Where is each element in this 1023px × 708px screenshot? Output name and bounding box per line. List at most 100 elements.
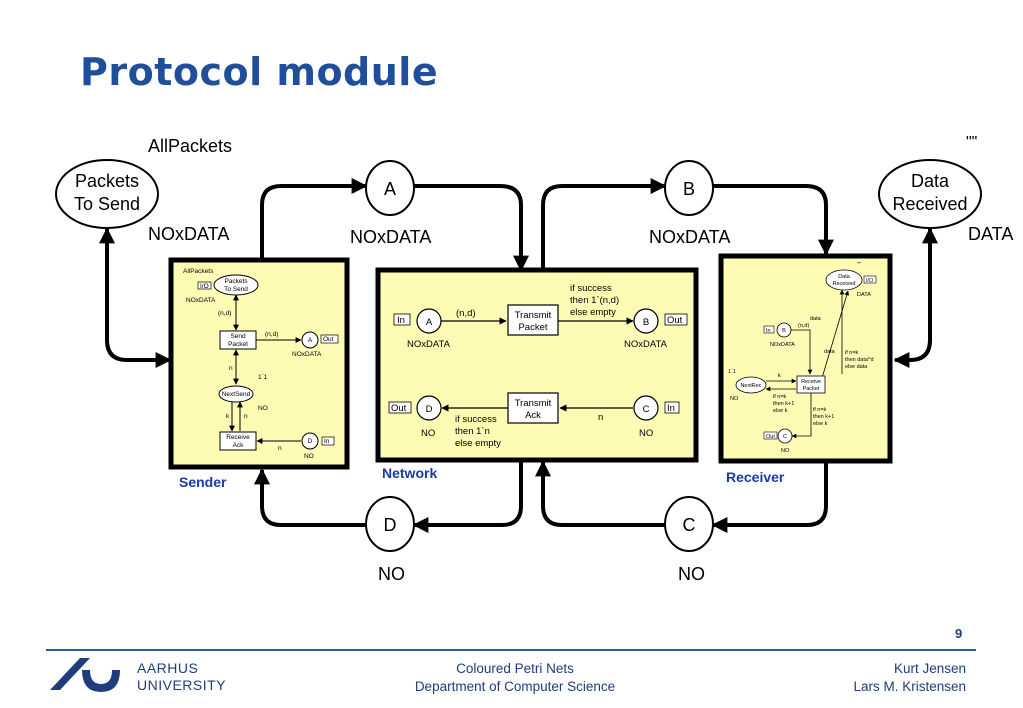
place-d-type: NO xyxy=(378,564,405,584)
arc-d-to-sender xyxy=(254,468,366,527)
n-out-tag2: Out xyxy=(391,403,407,414)
s-arc-nd1: (n,d) xyxy=(218,310,231,317)
n-tp-line1: Transmit xyxy=(515,310,552,321)
s-out-tag: Out xyxy=(323,336,334,343)
university-line2: UNIVERSITY xyxy=(137,677,227,693)
place-d: D xyxy=(365,496,415,552)
r-guard1-line1: if n=k xyxy=(845,350,859,356)
s-pts-line1: Packets xyxy=(224,278,248,285)
arc-network-to-b xyxy=(541,178,667,270)
n-ta-line1: Transmit xyxy=(515,398,552,409)
r-dr-line1: Data xyxy=(838,274,851,280)
n-place-a: A xyxy=(426,317,433,328)
place-b-name: B xyxy=(683,179,695,199)
n-guard1-line3: else empty xyxy=(570,307,616,318)
arc-sender-to-a xyxy=(260,178,368,258)
author-line1: Kurt Jensen xyxy=(893,661,966,676)
dr-line2: Received xyxy=(892,194,967,214)
n-d-type: NO xyxy=(421,428,435,439)
dr-line1: Data xyxy=(911,171,950,191)
arc-c-to-network xyxy=(535,460,665,527)
s-pts-line2: To Send xyxy=(224,286,248,293)
n-guard1-line1: if success xyxy=(570,283,612,294)
network-module: In A NOxDATA (n,d) Transmit Packet if su… xyxy=(375,267,699,463)
network-label: Network xyxy=(382,465,437,481)
r-place-b: B xyxy=(782,328,786,334)
n-b-type: NOxDATA xyxy=(624,339,668,350)
author-line2: Lars M. Kristensen xyxy=(853,679,966,694)
place-d-name: D xyxy=(384,515,397,535)
n-place-d: D xyxy=(426,404,433,415)
s-d-type: NO xyxy=(304,453,314,460)
aarhus-university-logo xyxy=(50,658,120,692)
place-data-received: Data Received xyxy=(878,159,982,229)
r-place-c: C xyxy=(783,434,787,440)
r-guard1-line2: then data^d xyxy=(845,357,874,363)
n-in-tag1: In xyxy=(397,315,405,326)
r-init-1: 1`1 xyxy=(728,369,736,375)
dr-colour-set: DATA xyxy=(968,224,1013,244)
r-b-type: NOxDATA xyxy=(770,342,795,348)
r-arc-nd: (n,d) xyxy=(798,323,809,329)
s-place-d: D xyxy=(308,438,313,445)
place-a-type: NOxDATA xyxy=(350,227,431,247)
r-io-tag: I/O xyxy=(866,278,874,284)
university-name: AARHUS UNIVERSITY xyxy=(137,660,226,694)
r-guard2-line3: else k xyxy=(773,408,788,414)
r-guard3-line3: else k xyxy=(813,421,828,427)
arc-network-to-d xyxy=(412,462,523,533)
place-a: A xyxy=(365,160,415,216)
s-recv-line2: Ack xyxy=(233,442,245,449)
n-place-b: B xyxy=(643,317,649,328)
r-no-type: NO xyxy=(730,396,739,402)
n-guard2-line3: else empty xyxy=(455,438,501,449)
course-info: Coloured Petri Nets Department of Comput… xyxy=(380,660,650,696)
place-a-name: A xyxy=(384,179,396,199)
arc-receiver-dr xyxy=(893,227,938,368)
s-allpackets: AllPackets xyxy=(183,268,214,275)
slide-title: Protocol module xyxy=(80,50,439,94)
r-rp-line1: Receive xyxy=(801,379,821,385)
r-guard3-line1: if n=k xyxy=(813,407,827,413)
sender-label: Sender xyxy=(179,474,227,490)
receiver-label: Receiver xyxy=(726,469,785,485)
s-arc-k: k xyxy=(226,413,230,420)
arc-pts-sender xyxy=(99,227,172,368)
s-place-a: A xyxy=(308,337,313,344)
r-out-tag: Out xyxy=(766,434,775,440)
s-arc-n2: n xyxy=(244,413,248,420)
course-line2: Department of Computer Science xyxy=(414,679,616,694)
n-a-type: NOxDATA xyxy=(407,339,451,350)
pts-colour-set: NOxDATA xyxy=(148,224,229,244)
r-guard2-line2: then k+1 xyxy=(773,401,794,407)
top-level-arcs xyxy=(99,178,938,533)
s-recv-line1: Receive xyxy=(226,434,250,441)
r-arc-k1: k xyxy=(778,373,781,379)
s-arc-n1: n xyxy=(229,365,233,372)
author-info: Kurt Jensen Lars M. Kristensen xyxy=(780,660,966,696)
s-a-type: NOxDATA xyxy=(292,351,322,358)
s-init-1: 1`1 xyxy=(258,374,268,381)
sender-module: AllPackets Packets To Send I/O NOxDATA (… xyxy=(168,257,350,470)
r-rp-line2: Packet xyxy=(803,386,820,392)
course-line1: Coloured Petri Nets xyxy=(456,661,574,676)
place-packets-to-send: Packets To Send xyxy=(55,159,159,229)
n-arc-nd: (n,d) xyxy=(456,308,476,319)
pts-line1: Packets xyxy=(75,171,139,191)
n-tp-line2: Packet xyxy=(518,322,547,333)
place-c: C xyxy=(664,496,714,552)
s-arc-n3: n xyxy=(278,445,282,452)
r-dr-type: DATA xyxy=(857,292,871,298)
r-nextrec: NextRec xyxy=(740,383,761,389)
s-in-tag: In xyxy=(324,438,330,445)
r-c-type: NO xyxy=(781,448,790,454)
s-pts-type: NOxDATA xyxy=(186,297,216,304)
r-quote: "" xyxy=(857,262,861,268)
n-guard2-line2: then 1`n xyxy=(455,426,490,437)
pts-line2: To Send xyxy=(74,194,140,214)
r-dr-line2: Received xyxy=(833,281,856,287)
dr-initial-marking: "" xyxy=(966,134,977,151)
place-b-type: NOxDATA xyxy=(649,227,730,247)
arc-a-to-network xyxy=(414,184,529,272)
